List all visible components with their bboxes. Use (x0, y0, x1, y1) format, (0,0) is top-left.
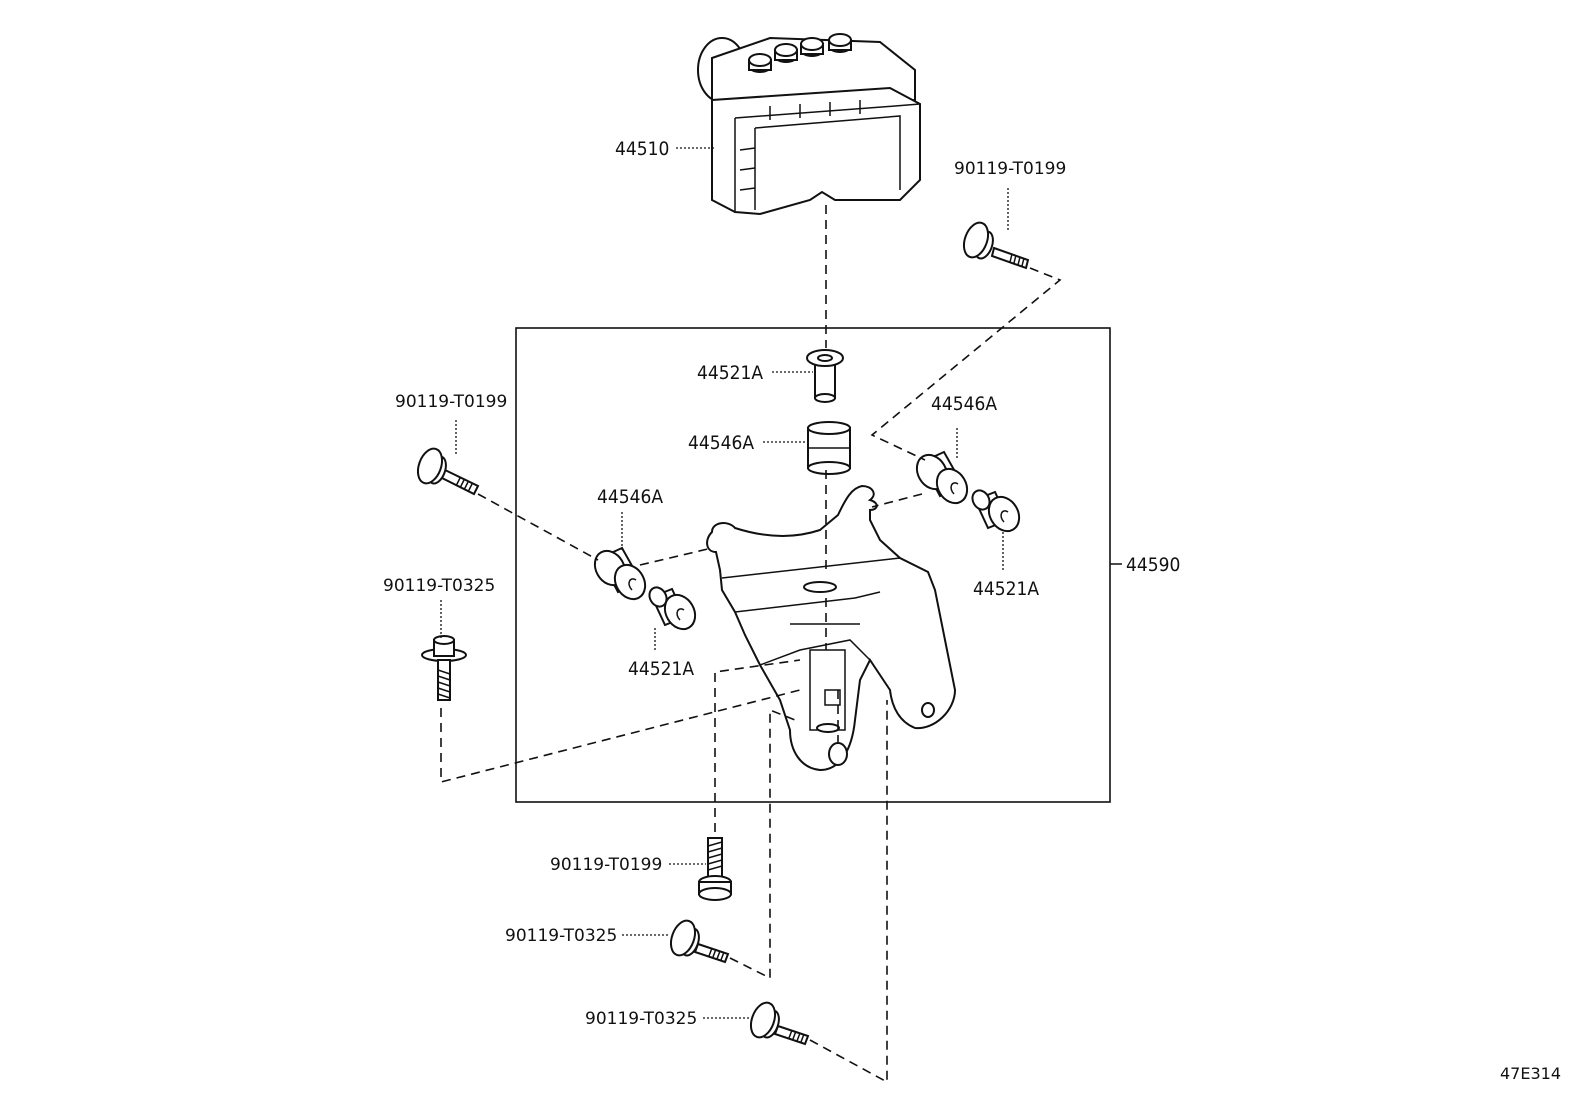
bolt-top-right-part (962, 221, 1030, 270)
label-cushion-center: 44546A (688, 432, 754, 454)
bolt-bottom-1-part (698, 837, 732, 901)
label-bolt-top-right: 90119-T0199 (954, 159, 1066, 179)
cushion-right-part (915, 450, 969, 505)
label-bolt-bottom-1: 90119-T0199 (550, 855, 662, 875)
abs-actuator-part (697, 33, 921, 216)
label-collar-left: 44521A (628, 658, 694, 680)
label-bolt-bottom-2: 90119-T0325 (505, 926, 617, 946)
bolt-bottom-3-part (749, 1001, 810, 1046)
collar-center-part (806, 349, 844, 403)
bracket-assembly-box (515, 327, 1111, 803)
collar-left-part (648, 586, 697, 631)
cushion-center-part (807, 421, 851, 475)
cushion-left-part (593, 546, 647, 601)
bolt-bottom-2-part (669, 919, 730, 964)
label-cushion-left: 44546A (597, 486, 663, 508)
label-bolt-left-lower: 90119-T0325 (383, 576, 495, 596)
label-collar-right: 44521A (973, 578, 1039, 600)
label-cushion-right: 44546A (931, 393, 997, 415)
label-actuator: 44510 (615, 138, 669, 160)
bolt-left-upper-part (416, 447, 480, 496)
label-collar-center: 44521A (697, 362, 763, 384)
label-bolt-bottom-3: 90119-T0325 (585, 1009, 697, 1029)
label-bolt-left-upper: 90119-T0199 (395, 392, 507, 412)
diagram-code: 47E314 (1500, 1064, 1561, 1083)
label-bracket-assy: 44590 (1126, 554, 1180, 576)
bolt-left-lower-part (421, 635, 467, 701)
assembly-lines (440, 205, 1062, 1084)
bracket-part (706, 484, 957, 772)
collar-right-part (971, 489, 1021, 533)
